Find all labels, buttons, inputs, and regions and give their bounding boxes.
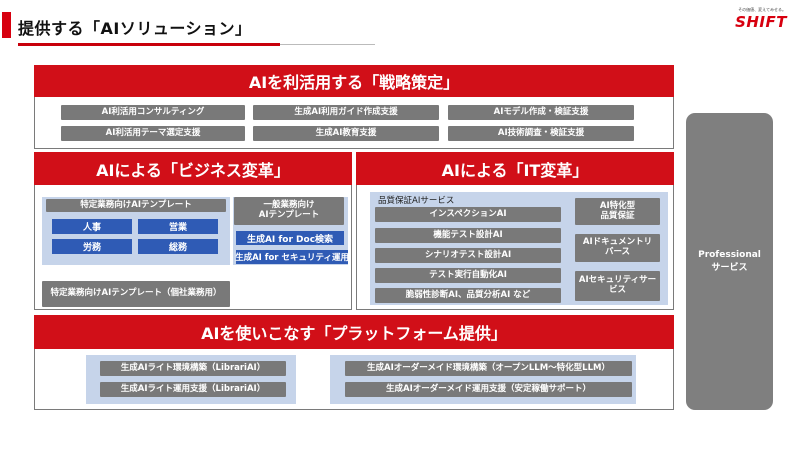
qa-item: 脆弱性診断AI、品質分析AI など (375, 288, 561, 303)
general-template-label: 一般業務向け AIテンプレート (234, 197, 344, 225)
title-underline (18, 43, 280, 46)
it-side-item: AIドキュメントリ バース (575, 234, 660, 262)
qa-item: インスペクションAI (375, 207, 561, 222)
title-underline-extension (280, 44, 375, 45)
professional-services-box: Professional サービス (686, 113, 773, 410)
qa-item: シナリオテスト設計AI (375, 248, 561, 263)
strategy-item: AIモデル作成・検証支援 (448, 105, 634, 120)
it-side-item: AIセキュリティサー ビス (575, 271, 660, 301)
department-general-affairs: 総務 (138, 239, 218, 254)
business-header: AIによる「ビジネス変革」 (34, 152, 352, 185)
department-sales: 営業 (138, 219, 218, 234)
platform-header: AIを使いこなす「プラットフォーム提供」 (34, 315, 674, 349)
department-hr: 人事 (52, 219, 132, 234)
platform-right-item: 生成AIオーダーメイド環境構築（オープンLLM～特化型LLM） (345, 361, 632, 376)
general-item: 生成AI for セキュリティ運用 (235, 250, 349, 264)
page-title: 提供する「AIソリューション」 (18, 19, 252, 38)
professional-services-label: Professional サービス (698, 250, 761, 273)
title-accent-bar (2, 12, 11, 38)
platform-left-item: 生成AIライト環境構築（LibrariAI） (100, 361, 286, 376)
strategy-item: 生成AI教育支援 (253, 126, 439, 141)
qa-item: テスト実行自動化AI (375, 268, 561, 283)
platform-left-item: 生成AIライト運用支援（LibrariAI） (100, 382, 286, 397)
general-item: 生成AI for Doc検索 (236, 231, 344, 245)
it-header: AIによる「IT変革」 (356, 152, 674, 185)
qa-item: 機能テスト設計AI (375, 228, 561, 243)
strategy-item: AI利活用コンサルティング (61, 105, 245, 120)
it-side-item: AI特化型 品質保証 (575, 198, 660, 225)
strategy-item: 生成AI利用ガイド作成支援 (253, 105, 439, 120)
specific-template-label: 特定業務向けAIテンプレート (46, 199, 226, 212)
strategy-header: AIを利活用する「戦略策定」 (34, 65, 674, 97)
brand-tagline: その価値、変えてみせる。 (738, 7, 786, 12)
qa-service-label: 品質保証AIサービス (378, 196, 455, 206)
platform-right-item: 生成AIオーダーメイド運用支援（安定稼働サポート） (345, 382, 632, 397)
brand-logo: SHIFT (735, 13, 787, 31)
department-labor: 労務 (52, 239, 132, 254)
individual-template-label: 特定業務向けAIテンプレート（個社業務用） (42, 281, 230, 307)
strategy-item: AI技術調査・検証支援 (448, 126, 634, 141)
strategy-item: AI利活用テーマ選定支援 (61, 126, 245, 141)
